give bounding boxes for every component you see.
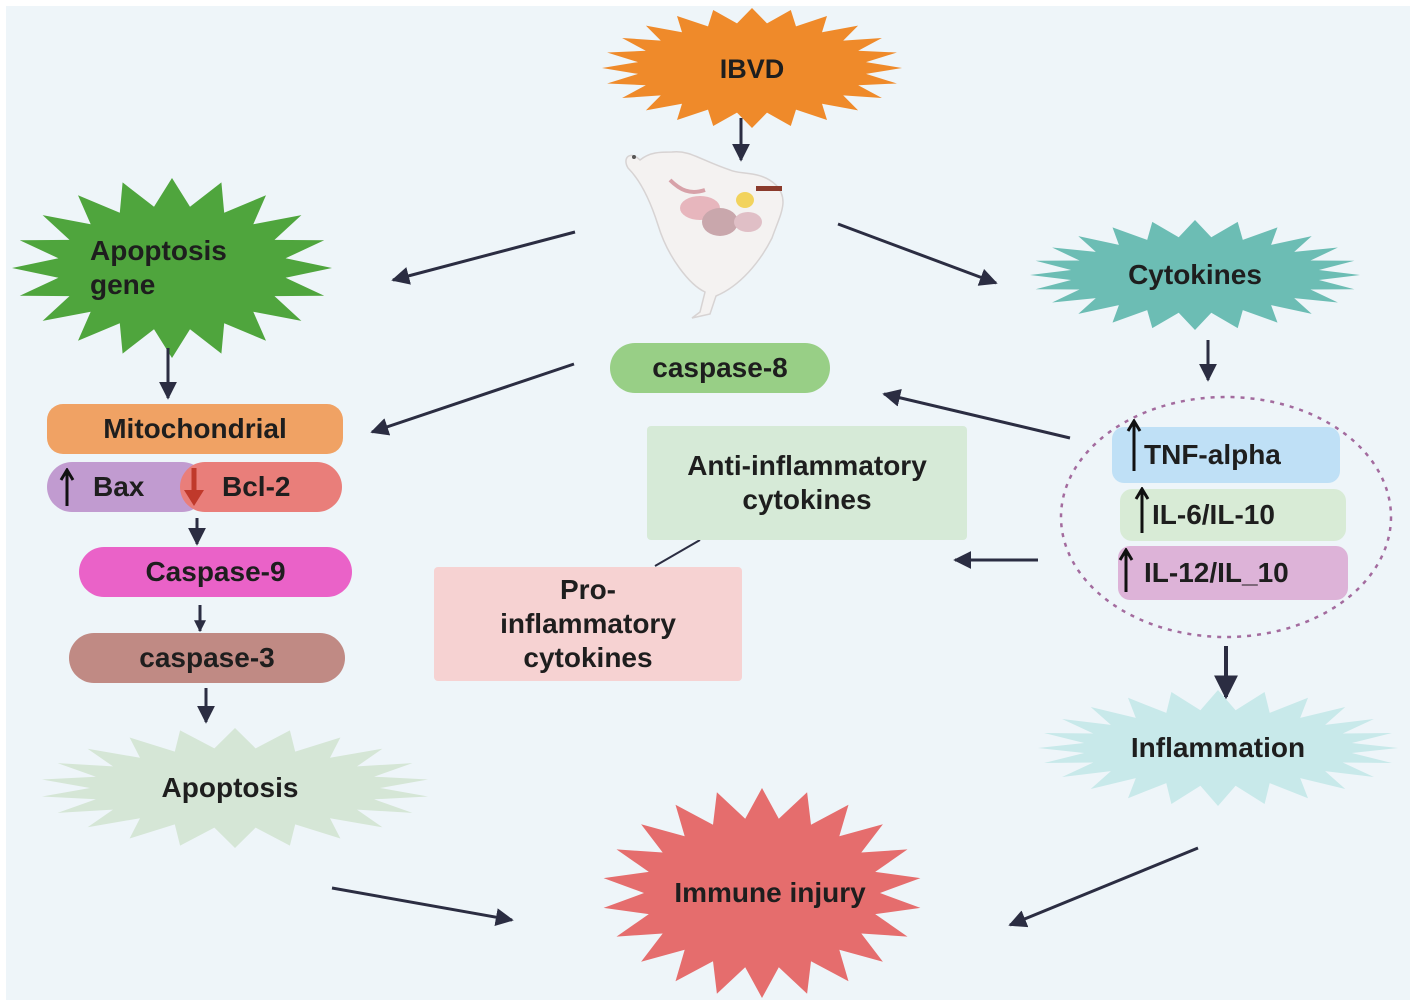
apoptosis-label: Apoptosis <box>161 771 299 803</box>
il12-il10-label: IL-12/IL_10 <box>1144 557 1289 588</box>
connector-anti-to-pro <box>654 539 701 567</box>
up-arrow-icon <box>1134 487 1150 533</box>
tnf-alpha-bar: TNF-alpha <box>1112 419 1340 483</box>
arrow-chicken-to-apoptosis-gene <box>391 230 576 285</box>
apoptosis-gene-starburst <box>12 178 332 358</box>
up-arrow-icon <box>1126 419 1142 471</box>
cytokine-group-circle <box>1059 395 1393 639</box>
mitochondrial-pill: Mitochondrial <box>47 404 343 454</box>
il6-il10-bar: IL-6/IL-10 <box>1120 487 1346 541</box>
arrow-caspase8-to-mitochondrial <box>370 362 575 436</box>
bax-label: Bax <box>93 471 145 502</box>
il12-il10-bar: IL-12/IL_10 <box>1118 546 1348 600</box>
up-arrow-icon <box>59 468 75 506</box>
chicken-anatomy-icon <box>625 151 784 319</box>
up-arrow-icon <box>1118 548 1134 592</box>
ibvd-starburst <box>602 8 902 128</box>
caspase9-pill: Caspase-9 <box>79 547 352 597</box>
bcl2-label: Bcl-2 <box>222 471 291 502</box>
ibvd-label: IBVD <box>719 53 785 84</box>
arrow-chicken-to-cytokines <box>837 222 998 286</box>
caspase8-pill: caspase-8 <box>610 343 830 393</box>
apoptosis-gene-label: Apoptosis gene <box>90 234 227 300</box>
arrow-tnf-to-caspase8 <box>882 388 1071 440</box>
inflammation-starburst <box>1038 690 1398 806</box>
apoptosis-starburst <box>42 728 428 848</box>
cytokines-starburst <box>1030 220 1360 330</box>
down-arrow-icon <box>184 468 204 506</box>
cytokines-label: Cytokines <box>1128 258 1262 290</box>
immune-injury-starburst <box>603 788 921 998</box>
arrow-inflammation-to-immune-injury <box>1008 846 1199 928</box>
inflammation-label: Inflammation <box>1130 731 1306 763</box>
il6-il10-label: IL-6/IL-10 <box>1152 499 1275 530</box>
tnf-alpha-label: TNF-alpha <box>1144 439 1281 470</box>
caspase3-pill: caspase-3 <box>69 633 345 683</box>
immune-injury-label: Immune injury <box>674 876 866 908</box>
arrow-apoptosis-to-immune-injury <box>331 886 514 927</box>
bcl2-pill: Bcl-2 <box>180 462 342 512</box>
pro-inflammatory-box: Pro-inflammatory cytokines <box>434 567 742 681</box>
anti-inflammatory-box: Anti-inflammatory cytokines <box>647 426 967 540</box>
